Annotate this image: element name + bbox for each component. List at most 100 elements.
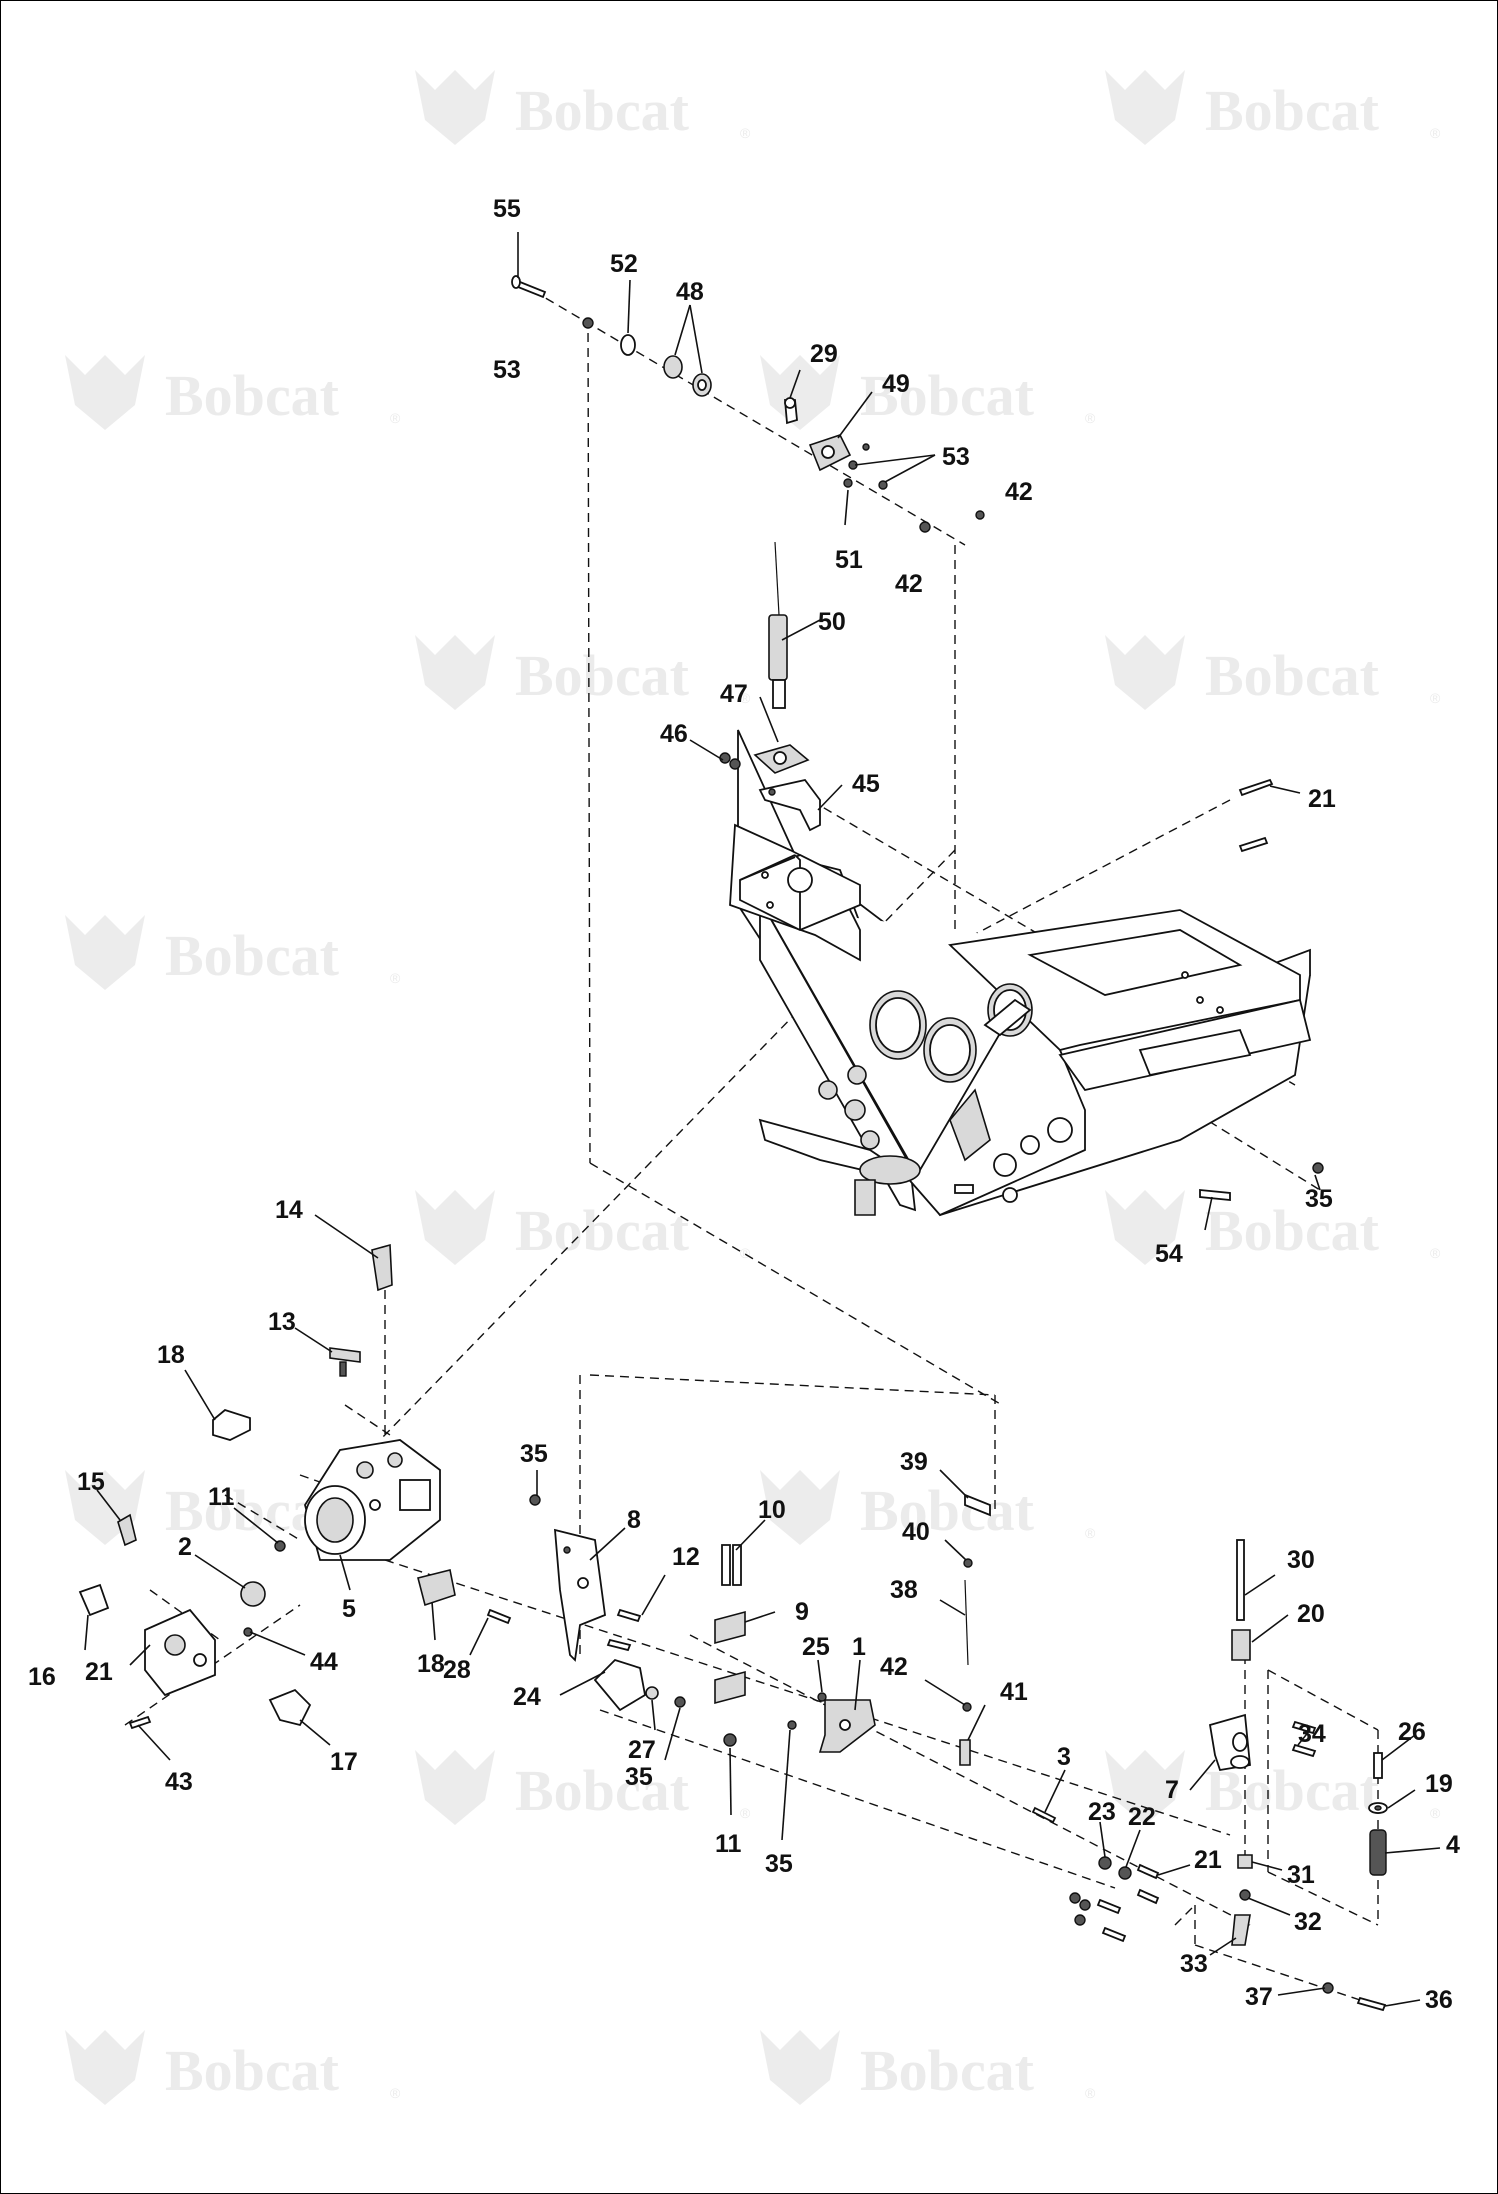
callout-44: 44	[310, 1648, 338, 1676]
callout-13: 13	[268, 1308, 296, 1336]
callout-14: 14	[275, 1196, 303, 1224]
part-12-bolts	[606, 1608, 642, 1652]
callout-42-top: 42	[1005, 478, 1033, 506]
part-55-bolt	[511, 275, 547, 299]
part-31-bushing	[1237, 1854, 1253, 1869]
part-8-plate	[553, 1528, 606, 1662]
watermark: Bobcat ®	[415, 70, 751, 145]
part-40-nut	[963, 1558, 973, 1568]
part-46-nuts	[719, 752, 741, 770]
part-36-bolt	[1356, 1996, 1387, 2012]
part-30-rod	[1236, 1539, 1245, 1621]
watermark: Bobcat ®	[65, 2030, 401, 2105]
callout-7: 7	[1165, 1776, 1179, 1804]
callout-32: 32	[1294, 1908, 1322, 1936]
callout-29: 29	[810, 340, 838, 368]
callout-8: 8	[627, 1506, 641, 1534]
callout-50: 50	[818, 608, 846, 636]
part-22-nut	[1118, 1866, 1132, 1880]
callout-35-right: 35	[1305, 1185, 1333, 1213]
callout-4: 4	[1446, 1831, 1460, 1859]
watermark-text: Bobcat	[515, 78, 690, 143]
part-35-nut-lower	[674, 1696, 686, 1708]
part-16-elbow	[78, 1583, 110, 1617]
part-27-nut	[645, 1686, 659, 1700]
callout-52: 52	[610, 250, 638, 278]
callout-42-lower: 42	[880, 1653, 908, 1681]
watermark-text: Bobcat	[1205, 1758, 1380, 1823]
watermark-mark: ®	[1085, 1525, 1096, 1541]
callout-48: 48	[676, 278, 704, 306]
callout-3: 3	[1057, 1743, 1071, 1771]
part-45-bracket	[758, 778, 821, 832]
callout-24: 24	[513, 1683, 541, 1711]
callout-43: 43	[165, 1768, 193, 1796]
watermark-text: Bobcat	[860, 2038, 1035, 2103]
callout-30: 30	[1287, 1546, 1315, 1574]
part-54-fitting	[1199, 1189, 1231, 1201]
callout-18-bottom: 18	[417, 1650, 445, 1678]
callout-55: 55	[493, 195, 521, 223]
main-frame-weldment	[729, 729, 1312, 1217]
part-20-bushing	[1231, 1629, 1251, 1661]
watermark: Bobcat ®	[760, 2030, 1096, 2105]
callout-21-lower: 21	[1194, 1846, 1222, 1874]
callout-9: 9	[795, 1598, 809, 1626]
assembly-lines	[124, 282, 1379, 2001]
watermark-text: Bobcat	[165, 923, 340, 988]
watermark-text: Bobcat	[1205, 78, 1380, 143]
callout-42-mid: 42	[895, 570, 923, 598]
callout-23: 23	[1088, 1798, 1116, 1826]
watermark-text: Bobcat	[165, 2038, 340, 2103]
part-21-bolts-lower	[1069, 1863, 1160, 1943]
watermark: Bobcat ®	[760, 355, 1096, 430]
part-35-nut-center	[529, 1494, 541, 1506]
part-28-bolt	[486, 1608, 512, 1625]
part-26-pin	[1373, 1752, 1383, 1779]
callout-21-pump: 21	[85, 1658, 113, 1686]
watermark-mark: ®	[1430, 125, 1441, 141]
callout-36: 36	[1425, 1986, 1453, 2014]
watermark-mark: ®	[1085, 2085, 1096, 2101]
watermark-layer: Bobcat ® Bobcat ® Bobcat ® Bobcat ® Bobc…	[65, 70, 1441, 2105]
callout-53-right: 53	[942, 443, 970, 471]
part-1-lever	[818, 1699, 876, 1753]
callout-11-center: 11	[715, 1830, 742, 1858]
callout-18-top: 18	[157, 1341, 185, 1369]
watermark-text: Bobcat	[515, 1198, 690, 1263]
part-21-bolts-top	[1238, 778, 1274, 853]
callout-49: 49	[882, 370, 910, 398]
part-2-coupler	[240, 1581, 266, 1607]
part-7-bracket	[1208, 1713, 1251, 1772]
part-4-spring	[1369, 1829, 1387, 1876]
part-5-pump	[304, 1439, 441, 1561]
watermark: Bobcat ®	[65, 915, 401, 990]
part-48-bushing	[663, 355, 712, 397]
watermark-mark: ®	[1430, 1805, 1441, 1821]
part-18-elbow-bottom	[417, 1569, 456, 1607]
callout-35-center: 35	[520, 1440, 548, 1468]
callout-28: 28	[443, 1656, 471, 1684]
part-53-screws	[848, 443, 888, 490]
part-47-plate	[753, 744, 810, 774]
watermark: Bobcat ®	[760, 1470, 1096, 1545]
watermark: Bobcat ®	[1105, 1750, 1441, 1825]
callout-33: 33	[1180, 1950, 1208, 1978]
watermark-mark: ®	[1430, 1245, 1441, 1261]
watermark-mark: ®	[1430, 690, 1441, 706]
watermark: Bobcat ®	[1105, 1190, 1441, 1265]
part-39-ball-joint	[964, 1493, 991, 1517]
callout-51: 51	[835, 546, 863, 574]
part-24-bracket	[593, 1658, 646, 1712]
callout-41: 41	[1000, 1678, 1028, 1706]
part-33-rod-end	[1231, 1914, 1251, 1946]
watermark-text: Bobcat	[1205, 1198, 1380, 1263]
callout-39: 39	[900, 1448, 928, 1476]
part-50-cable	[768, 541, 788, 709]
watermark: Bobcat ®	[1105, 70, 1441, 145]
part-9-clamp	[714, 1610, 746, 1705]
callout-15: 15	[77, 1468, 105, 1496]
callout-27: 27	[628, 1736, 656, 1764]
